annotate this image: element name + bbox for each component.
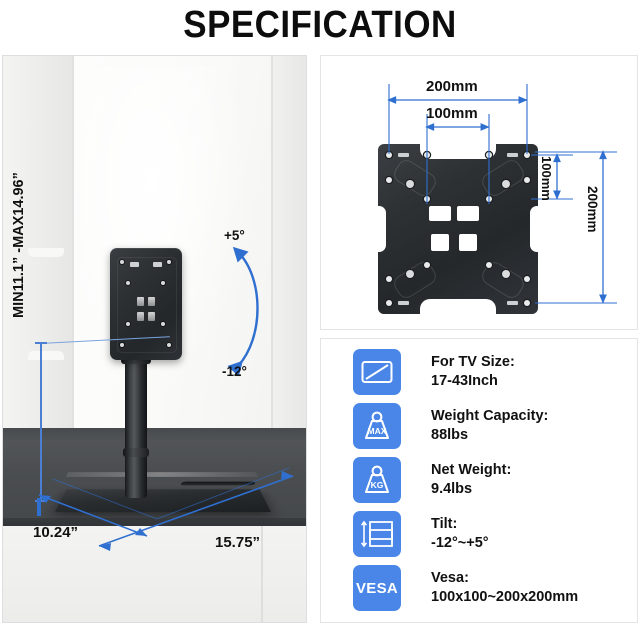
tilt-arc-icon — [227, 246, 259, 377]
base-dimension-lines — [38, 467, 294, 551]
vesa-height-200-label: 200mm — [585, 186, 600, 233]
spec-label: Tilt: — [431, 516, 458, 533]
vesa-width-200-label: 200mm — [426, 78, 478, 95]
spec-list: For TV Size: 17-43Inch MAX Weight Capaci… — [321, 345, 637, 615]
spec-value: 88lbs — [431, 427, 469, 443]
spec-label: Weight Capacity: — [431, 408, 549, 425]
desk-shadow — [3, 428, 306, 442]
spec-text-weight-capacity: Weight Capacity: 88lbs — [431, 407, 548, 444]
stand-dimensions-panel: MIN11.1” -MAX14.96” +5° -12° — [2, 55, 307, 623]
page-title: SPECIFICATION — [183, 3, 457, 46]
vesa-icon-text: VESA — [355, 579, 399, 597]
kg-icon-text: KG — [371, 480, 384, 490]
stand-pole — [125, 358, 147, 498]
vesa-width-100-label: 100mm — [426, 105, 478, 122]
vesa-dimension-lines — [387, 84, 617, 304]
vesa-height-100-label: 100mm — [539, 156, 554, 201]
head-notch-bottom — [28, 351, 64, 360]
spec-label: Net Weight: — [431, 462, 512, 479]
spec-value: 17-43Inch — [431, 373, 498, 389]
base-depth-label: 10.24” — [33, 524, 79, 541]
spec-text-vesa: Vesa: 100x100~200x200mm — [431, 569, 578, 606]
spec-row-tv-size: For TV Size: 17-43Inch — [321, 345, 637, 399]
height-dimension-line — [40, 342, 42, 502]
vesa-icon: VESA — [353, 565, 401, 611]
desk-front-wall — [3, 526, 306, 622]
net-weight-icon: KG — [353, 457, 401, 503]
head-notch-top — [28, 248, 64, 257]
wall-seam-left — [72, 56, 74, 622]
spec-label: For TV Size: — [431, 354, 515, 371]
wall-seam-right — [271, 56, 273, 622]
vesa-diagram: 200mm 100mm 100mm 200mm — [321, 56, 637, 329]
max-weight-icon: MAX — [353, 403, 401, 449]
stand-photo: MIN11.1” -MAX14.96” +5° -12° — [3, 56, 306, 622]
tv-screen-icon — [353, 349, 401, 395]
height-tick-bottom — [35, 500, 47, 502]
tilt-up-label: +5° — [224, 228, 245, 243]
height-tick-top — [35, 342, 47, 344]
tilt-indicator: +5° -12° — [218, 228, 288, 384]
max-icon-text: MAX — [368, 426, 387, 436]
height-range-label: MIN11.1” -MAX14.96” — [11, 172, 27, 318]
vesa-pattern-panel: 200mm 100mm 100mm 200mm — [320, 55, 638, 330]
desk-edge — [3, 518, 306, 528]
spec-label: Vesa: — [431, 570, 469, 587]
spec-row-weight-capacity: MAX Weight Capacity: 88lbs — [321, 399, 637, 453]
spec-value: 100x100~200x200mm — [431, 589, 579, 605]
specifications-list-panel: For TV Size: 17-43Inch MAX Weight Capaci… — [320, 338, 638, 623]
tilt-icon — [353, 511, 401, 557]
pole-joint — [123, 448, 149, 457]
vesa-mount-head — [110, 248, 182, 360]
spec-text-tilt: Tilt: -12°~+5° — [431, 515, 489, 552]
vesa-plate — [377, 143, 539, 315]
spec-row-tilt: Tilt: -12°~+5° — [321, 507, 637, 561]
spec-row-vesa: VESA Vesa: 100x100~200x200mm — [321, 561, 637, 615]
spec-text-tv-size: For TV Size: 17-43Inch — [431, 353, 515, 390]
spec-text-net-weight: Net Weight: 9.4lbs — [431, 461, 511, 498]
desk-front-seam — [261, 526, 263, 622]
spec-value: -12°~+5° — [431, 535, 489, 551]
spec-value: 9.4lbs — [431, 481, 473, 497]
base-width-label: 15.75” — [215, 534, 261, 551]
spec-row-net-weight: KG Net Weight: 9.4lbs — [321, 453, 637, 507]
tilt-down-label: -12° — [222, 364, 247, 379]
